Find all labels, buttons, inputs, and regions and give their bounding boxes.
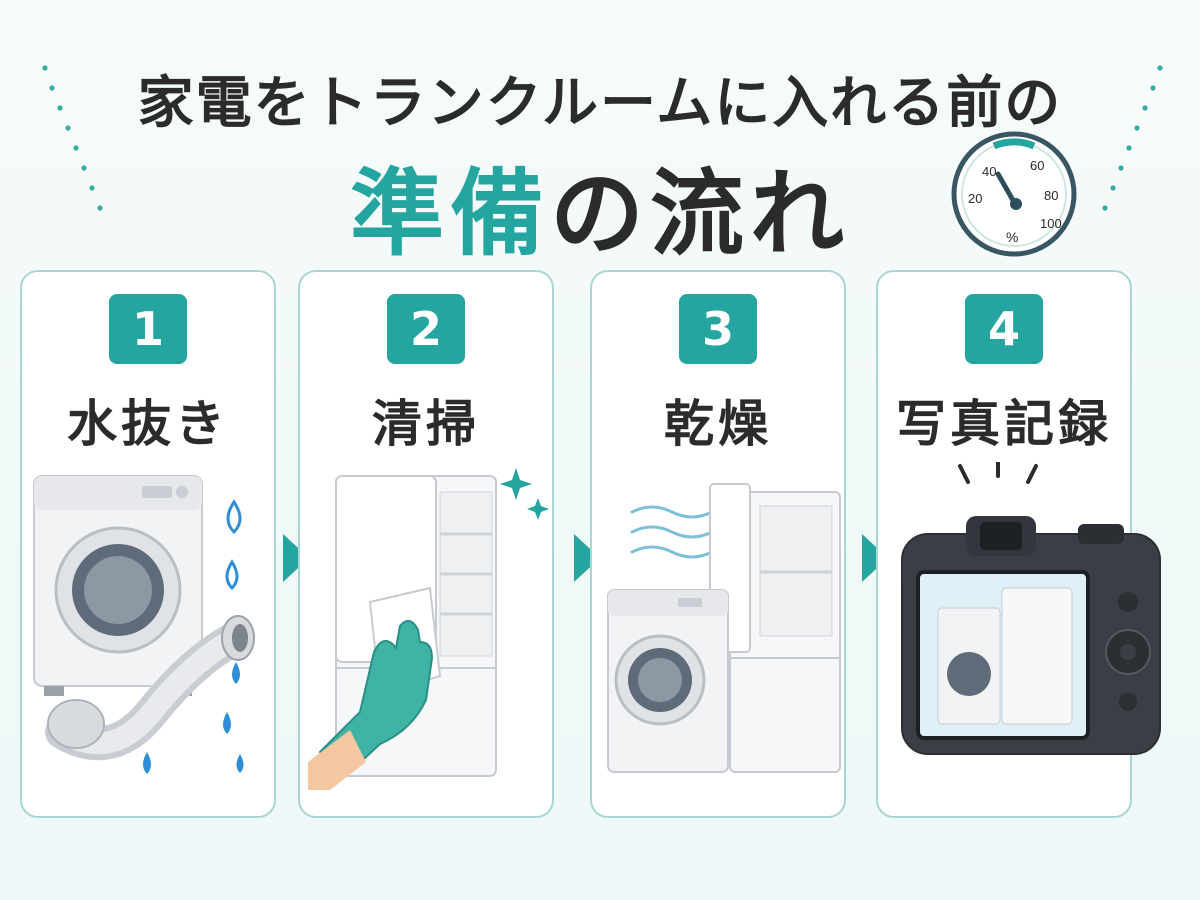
water-drop-icons [143, 499, 244, 774]
decorative-dots [42, 65, 1163, 211]
airflow-icon [630, 505, 714, 559]
step-card-3: 3 乾燥 [590, 270, 846, 818]
step-card-2: 2 清掃 [298, 270, 554, 818]
title-rest: の流れ [550, 160, 851, 269]
gauge-tick-60: 60 [1030, 158, 1044, 173]
step-label-1: 水抜き [67, 395, 229, 453]
step-number-3: 3 [679, 294, 757, 364]
humidity-gauge-icon: 40 60 20 80 100 % [951, 131, 1077, 257]
washing-machine-hose-icon [33, 475, 255, 774]
step-label-2: 清掃 [372, 395, 480, 453]
page-title-line1: 家電をトランクルームに入れる前の [137, 71, 1063, 136]
step-card-1: 1 水抜き [20, 270, 276, 818]
step-card-4: 4 写真記録 [876, 270, 1161, 818]
gauge-tick-40: 40 [982, 164, 996, 179]
step-number-2: 2 [387, 294, 465, 364]
drying-appliances-icon [607, 483, 841, 773]
gauge-tick-80: 80 [1044, 188, 1058, 203]
gauge-needle [995, 171, 1017, 205]
gauge-tick-20: 20 [968, 191, 982, 206]
camera-icon [901, 462, 1161, 755]
step-label-4: 写真記録 [896, 395, 1112, 453]
title-highlight: 準備 [349, 160, 550, 269]
gauge-unit: % [1006, 229, 1018, 245]
page-title-line2: 準備の流れ [0, 138, 1200, 274]
step-number-1: 1 [109, 294, 187, 364]
refrigerator-cleaning-icon [308, 468, 549, 790]
step-label-3: 乾燥 [664, 395, 772, 453]
gauge-tick-100: 100 [1040, 216, 1062, 231]
step-number-4: 4 [965, 294, 1043, 364]
